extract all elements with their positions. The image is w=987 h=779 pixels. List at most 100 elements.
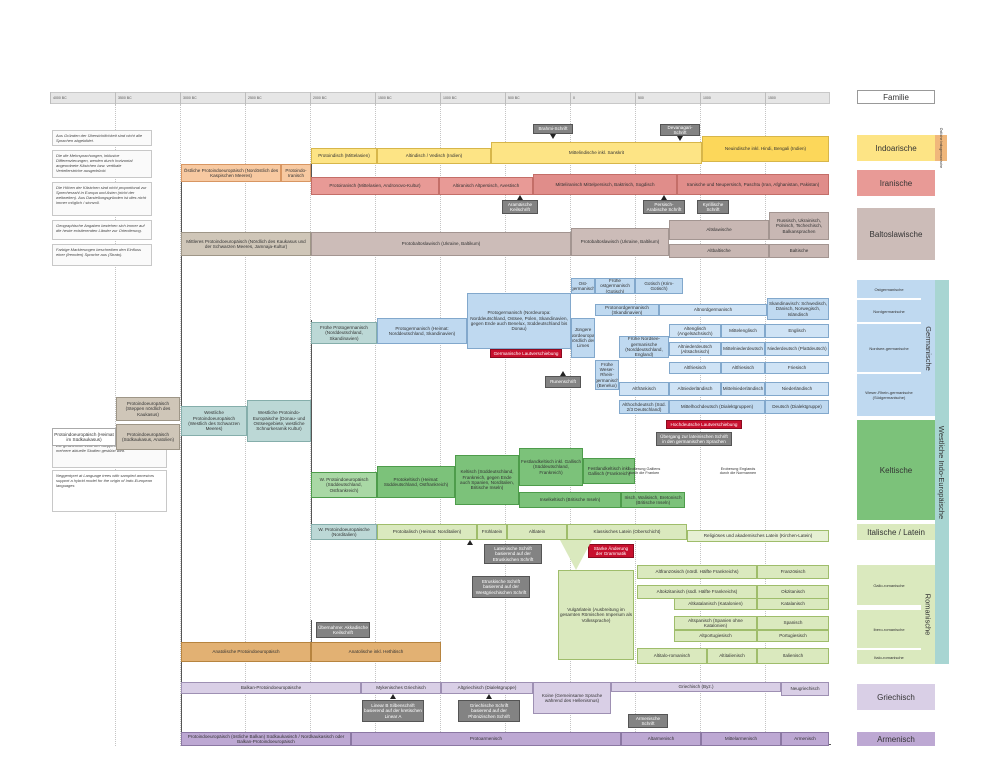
box-kyrillische-schrift: Kyrillische Schrift <box>697 200 729 214</box>
box-katalanisch: Katalanisch <box>757 598 829 610</box>
box-altbaltische: Altbaltische <box>669 244 769 258</box>
family-galloromanische: Gallo-romanische <box>857 565 921 605</box>
box-altfraenkisch: Altfränkisch <box>619 382 669 396</box>
box-altniederlaendisch: Altniederländisch <box>669 382 721 396</box>
box-inselkeltisch: Inselkeltisch (Britische Inseln) <box>519 492 621 508</box>
tick-label: 4000 BC <box>50 92 115 104</box>
box-starke-aenderung-grammatik: Starke Änderung der Grammatik <box>588 544 634 558</box>
family-ostgermanische: Ostgermanische <box>857 280 921 298</box>
tick-label: 1000 <box>700 92 765 104</box>
label-westliche-indoeuropaeische: Westliche Indo-Europäische <box>935 280 949 664</box>
box-althochdeutsch: Althochdeutsch (Süd. 2/3 Deutschland) <box>619 400 669 414</box>
box-altniederdeutsch: Altniederdeutsch (Altsächsisch) <box>669 342 721 356</box>
box-protoindoeuropaeisch-balkan: Protoindoeuropäisch (östliche Balkan) Sü… <box>181 732 351 746</box>
box-brahmi-schrift: Brahmi-Schrift <box>533 124 573 134</box>
arrow-up-icon <box>517 195 523 200</box>
box-altportugiesisch: Altportugiesisch <box>674 630 757 642</box>
box-westliche-protoindoeuropaeische-donau: Westliche Protoindo-Europäische (Donau- … <box>247 400 311 442</box>
box-niederlaendisch: Niederländisch <box>765 382 829 396</box>
box-protoindoeuropaeisch-suedkaukasus: Protoindoeuropäisch (Südkaukasus, Anatol… <box>116 424 180 450</box>
box-altslawische: Altslawische <box>669 220 769 240</box>
arrow-down-icon <box>677 136 683 141</box>
grid-line <box>765 104 766 746</box>
box-juengere-nordeuropa: Jüngere Nordeuropa, nördlich des Limes <box>571 318 595 358</box>
box-irisch-walisisch: Irisch, Walisisch, Bretonisch (Britische… <box>621 492 685 508</box>
tick-label: 2000 BC <box>310 92 375 104</box>
tree-branch-line <box>311 320 312 540</box>
grid-line <box>180 104 181 746</box>
box-protoindisch: Protoindisch (Mittelasien) <box>311 148 377 164</box>
arrow-up-icon <box>390 694 396 699</box>
box-protoiranisch: Protoiranisch (Mittelasien, Andronovo-Ku… <box>311 177 439 195</box>
box-altenglisch: Altenglisch (Angelsächsisch) <box>669 324 721 338</box>
box-protokeltisch: Protokeltisch (Heimat: Süddeutschland, O… <box>377 466 455 498</box>
box-okzitanisch: Okzitanisch <box>757 585 829 599</box>
box-persisch-arabische-schrift: Persisch-Arabische Schrift <box>643 200 685 214</box>
box-protoitalisch: Protoitalisch (Heimat: Norditalien) <box>377 524 477 540</box>
label-germanische: Germanische <box>921 280 935 416</box>
box-altgriechisch: Altgriechisch (Dialektgruppe) <box>441 682 533 694</box>
grid-line <box>375 104 376 746</box>
box-altfriesisch-2: Altfriesisch <box>721 362 765 374</box>
box-runenschrift: Runenschrift <box>545 376 581 388</box>
tick-label: 1500 BC <box>375 92 440 104</box>
arrow-up-icon <box>560 371 566 376</box>
box-altindisch: Altindisch / Vedisch (Indien) <box>377 148 491 164</box>
box-anatolische-hethitisch: Anatolische inkl. Hethitisch <box>311 642 441 662</box>
box-altfriesisch: Altfriesisch <box>669 362 721 374</box>
tick-label: 0 <box>570 92 635 104</box>
family-italische-latein: Italische / Latein <box>857 524 935 540</box>
box-ostgermanisch: Ost-germanisch <box>571 278 595 294</box>
family-indoarische: Indoarische <box>857 135 935 161</box>
arrow-down-icon <box>550 134 556 139</box>
box-keltisch: Keltisch (Süddeutschland, Frankreich, ge… <box>455 455 519 505</box>
box-protobaltoslawisch: Protobaltoslawisch (Ukraine, Baltikum) <box>311 232 571 256</box>
family-baltoslawische: Baltoslawische <box>857 208 935 260</box>
box-armenisch: Armenisch <box>781 732 829 746</box>
box-altitaloromanisch: Altitalo-romanisch <box>637 648 707 664</box>
box-altkatalanisch: Altkatalanisch (Katalonien) <box>674 598 757 610</box>
box-mittelhochdeutsch: Mittelhochdeutsch (Dialektgruppen) <box>669 400 765 414</box>
box-griechisch-byzantinisch: Griechisch (Byz.) <box>611 682 781 692</box>
box-slawische: Russisch, Ukrainisch, Polnisch, Tschechi… <box>769 212 829 240</box>
box-lateinische-schrift-etruskisch: Lateinische Schrift basierend auf der Et… <box>484 544 542 564</box>
box-w-protoindoeuropaeische-italien: W. Protoindoeuropäische (Norditalien) <box>311 524 377 540</box>
family-weser-rhein-germanische: Weser-Rhein-germanische (Südgermanische) <box>857 374 921 416</box>
grid-line <box>115 104 116 746</box>
box-protoindoeuropaeisch-steppen: Protoindoeuropäisch (Steppen nördlich de… <box>116 397 180 421</box>
box-neuindisch: Neuindische inkl. Hindi, Bengali (Indien… <box>702 136 829 162</box>
familie-header: Familie <box>857 90 935 104</box>
box-altiranisch: Altiranisch Altpersisch, Avestisch <box>439 177 533 195</box>
box-westliche-protoindoeuropaeisch: Westliche Protoindoeuropäisch (Westlich … <box>181 406 247 436</box>
tree-trunk-line <box>181 165 182 745</box>
box-altnordgermanisch: Altnordgermanisch <box>659 304 767 316</box>
box-spanisch: Spanisch <box>757 616 829 630</box>
box-altitalienisch: Altitalienisch <box>707 648 757 664</box>
family-armenisch: Armenisch <box>857 732 935 746</box>
family-keltische: Keltische <box>857 420 935 520</box>
arrow-up-icon <box>486 694 492 699</box>
box-skandinavisch: Skandinavisch: Schwedisch, Dänisch, Norw… <box>767 298 829 320</box>
box-mykenisches-griechisch: Mykenisches Griechisch <box>361 682 441 694</box>
box-lateinische-schrift-germanisch: Übergang zur lateinischen Schrift in den… <box>656 432 732 446</box>
box-gotisch: Gotisch (Krim-Gotisch) <box>635 278 683 294</box>
box-mittelenglisch: Mittelenglisch <box>721 324 765 338</box>
grid-line <box>570 104 571 746</box>
family-griechisch: Griechisch <box>857 684 935 710</box>
tick-label: 1500 <box>765 92 830 104</box>
note-text: Die Höhen der Kästchen sind nicht propor… <box>52 182 152 216</box>
box-altlatein: Altlatein <box>507 524 567 540</box>
box-baltische: Baltische <box>769 244 829 258</box>
box-franzoesisch: Französisch <box>757 565 829 579</box>
box-festlandkeltisch-frankreich: Festlandkeltisch inkl. Gallisch (Frankre… <box>583 458 635 484</box>
box-neugriechisch: Neugriechisch <box>781 682 829 696</box>
box-fruehe-nordseegermanisch: Frühe Nordsee-germanische (Norddeutschla… <box>619 336 669 358</box>
box-kirchenlatein: Religiöses und akademisches Latein (Kirc… <box>687 530 829 542</box>
box-italienisch: Italienisch <box>757 648 829 664</box>
tick-label: 3000 BC <box>180 92 245 104</box>
note-text: Neggentyret at Language trees with sampl… <box>52 470 167 512</box>
tick-label: 2500 BC <box>245 92 310 104</box>
family-italoromanische: Italo-romanische <box>857 650 921 664</box>
note-text: Die die Mehrsprachungen, inklusive Diffe… <box>52 150 152 178</box>
grid-line <box>635 104 636 746</box>
